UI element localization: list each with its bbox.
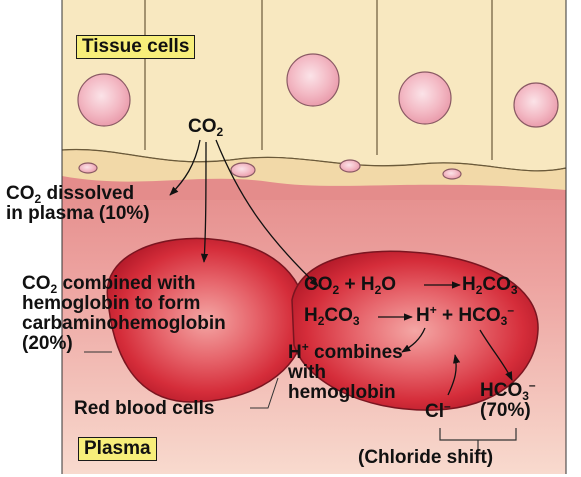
- label-plasma: Plasma: [78, 437, 157, 461]
- label-co2-combined: CO2 combined with hemoglobin to form car…: [22, 273, 226, 354]
- reaction-arrows: [378, 281, 513, 396]
- reaction-h2co3: H2CO3: [304, 305, 360, 328]
- label-cl: Cl–: [425, 399, 451, 422]
- reaction-h2co3-product: H2CO3: [462, 274, 518, 297]
- reaction-h-hco3: H+ + HCO3–: [416, 303, 515, 328]
- chloride-shift-bracket: [439, 428, 517, 450]
- reaction-co2-h2o: CO2 + H2O: [304, 274, 397, 297]
- co2-arrows: [169, 139, 319, 287]
- rbc-right: [291, 250, 539, 411]
- red-blood-cells: [106, 237, 539, 411]
- label-h-combines: H+ combines with hemoglobin: [288, 340, 403, 403]
- label-co2-tissue: CO2: [188, 116, 224, 139]
- label-red-blood-cells: Red blood cells: [74, 398, 215, 419]
- label-tissue-cells: Tissue cells: [76, 35, 196, 59]
- label-hco3-percent: HCO3– (70%): [480, 378, 536, 421]
- leader-lines: [84, 351, 279, 409]
- tissue-cell-walls: [61, 0, 567, 172]
- label-chloride-shift: (Chloride shift): [358, 447, 494, 468]
- label-co2-dissolved: CO2 dissolved in plasma (10%): [6, 183, 150, 224]
- tissue-nuclei: [77, 53, 559, 180]
